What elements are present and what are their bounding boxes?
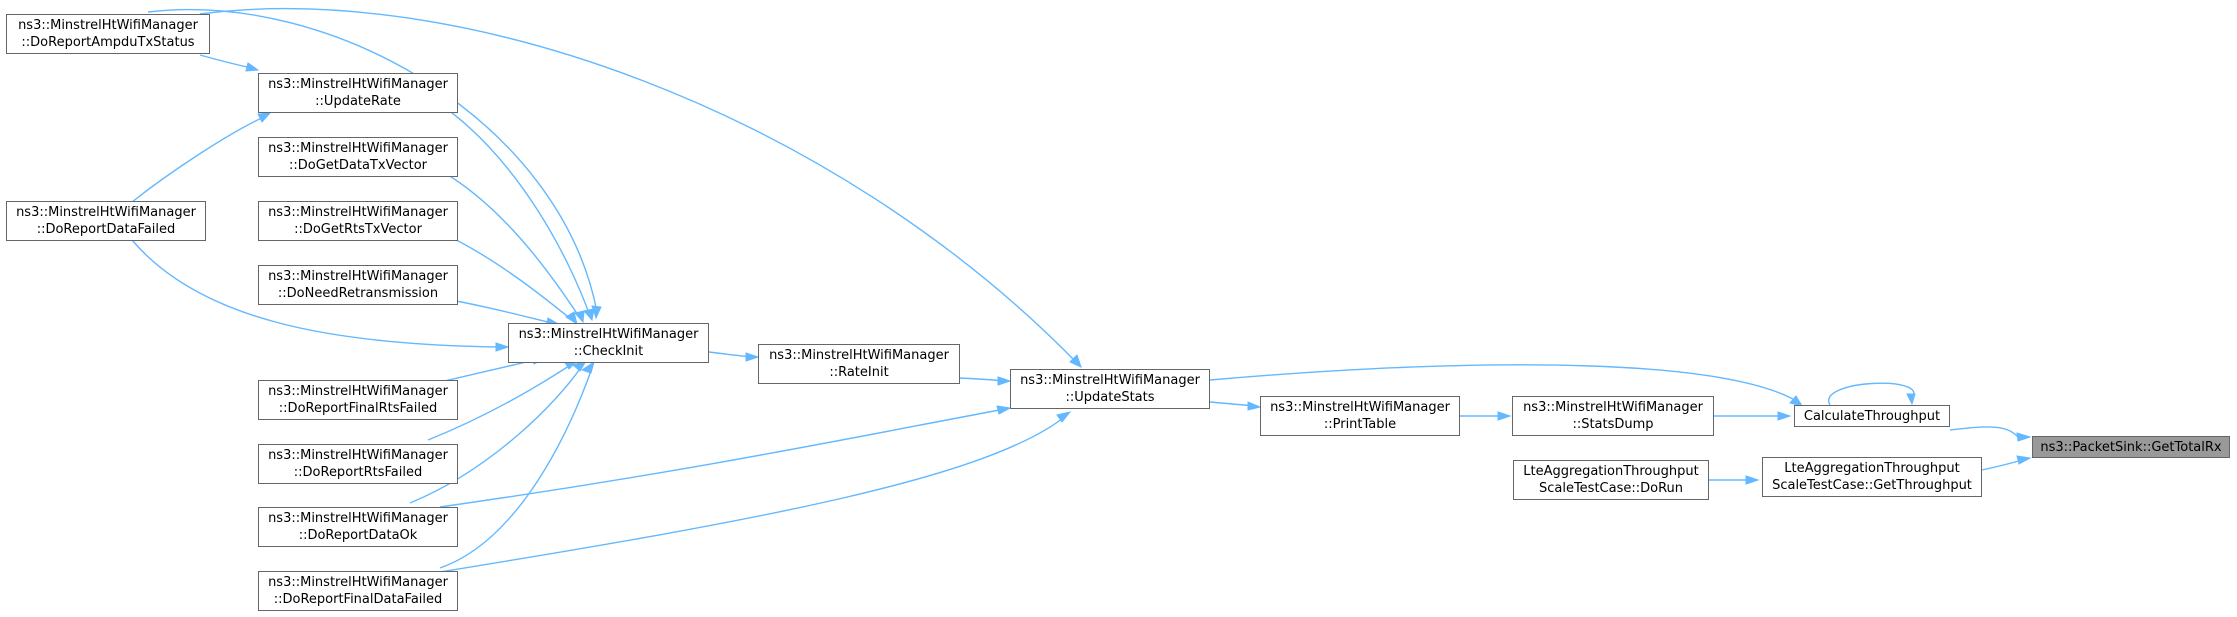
node-label-line1: ns3::MinstrelHtWifiManager bbox=[1020, 373, 1200, 388]
node-label-line2: ::DoReportFinalRtsFailed bbox=[278, 401, 438, 416]
node-do-report-final-data-failed[interactable]: ns3::MinstrelHtWifiManager ::DoReportFin… bbox=[258, 571, 458, 611]
node-label-line1: ns3::MinstrelHtWifiManager bbox=[1523, 400, 1703, 415]
node-check-init[interactable]: ns3::MinstrelHtWifiManager ::CheckInit bbox=[508, 323, 709, 363]
arrowhead-checkinit-getrts bbox=[565, 311, 578, 326]
node-do-report-final-rts-failed[interactable]: ns3::MinstrelHtWifiManager ::DoReportFin… bbox=[258, 380, 458, 420]
node-label-line1: ns3::MinstrelHtWifiManager bbox=[16, 205, 196, 220]
arrowhead-gettotalrx-calcthru bbox=[2016, 432, 2032, 442]
edge-arrowheads bbox=[245, 62, 2032, 485]
node-label-line1: ns3::MinstrelHtWifiManager bbox=[268, 77, 448, 92]
node-label-line2: ::StatsDump bbox=[1572, 417, 1654, 432]
node-label-line2: ::DoGetRtsTxVector bbox=[294, 222, 422, 237]
node-update-stats[interactable]: ns3::MinstrelHtWifiManager ::UpdateStats bbox=[1010, 369, 1210, 409]
edge-getdata-to-checkinit bbox=[439, 169, 581, 319]
arrowhead-updatestats-rateinit bbox=[997, 376, 1012, 386]
node-packet-sink-get-total-rx: ns3::PacketSink::GetTotalRx bbox=[2032, 436, 2230, 458]
edge-finaldata-to-checkinit bbox=[439, 367, 593, 569]
node-label-line1: LteAggregationThroughput bbox=[1523, 464, 1699, 479]
edge-finaldata-to-updatestats bbox=[439, 414, 1068, 573]
node-label-line1: ns3::PacketSink::GetTotalRx bbox=[2040, 439, 2222, 455]
edge-ampdu-to-updatestats bbox=[199, 8, 1078, 364]
node-do-report-rts-failed[interactable]: ns3::MinstrelHtWifiManager ::DoReportRts… bbox=[258, 444, 458, 484]
arrowhead-gettotalrx-getthru bbox=[2016, 455, 2032, 465]
node-label-line2: ::DoGetDataTxVector bbox=[289, 158, 427, 173]
edge-datafailed-to-checkinit bbox=[131, 239, 504, 348]
node-label-line2: ScaleTestCase::DoRun bbox=[1538, 481, 1684, 496]
node-label-line2: ::PrintTable bbox=[1323, 417, 1397, 432]
edge-getrts-to-checkinit bbox=[439, 231, 573, 321]
node-stats-dump[interactable]: ns3::MinstrelHtWifiManager ::StatsDump bbox=[1512, 396, 1714, 436]
arrowhead-checkinit-updaterate bbox=[583, 308, 595, 322]
arrowhead-updatestats-dataok bbox=[996, 405, 1012, 415]
arrowhead-calcthru-statsdump bbox=[1777, 411, 1792, 421]
node-label-line2: ScaleTestCase::GetThroughput bbox=[1772, 478, 1972, 493]
arrowhead-printtable-updatestats bbox=[1247, 401, 1262, 411]
node-label-line2: ::DoReportRtsFailed bbox=[293, 465, 423, 480]
node-label-line2: ::CheckInit bbox=[573, 344, 644, 359]
node-do-get-rts-tx-vector[interactable]: ns3::MinstrelHtWifiManager ::DoGetRtsTxV… bbox=[258, 201, 458, 241]
node-label-line1: ns3::MinstrelHtWifiManager bbox=[1270, 400, 1450, 415]
edge-getthru-to-gettotalrx bbox=[1981, 459, 2023, 471]
edge-dataok-to-updatestats bbox=[439, 408, 1006, 508]
arrowhead-updaterate-ampdu bbox=[245, 62, 260, 72]
arrowhead-updatestats-finaldata bbox=[1056, 411, 1072, 423]
arrowhead-statsdump-printtable bbox=[1497, 411, 1512, 421]
node-label-line1: LteAggregationThroughput bbox=[1784, 461, 1960, 476]
edge-rtsfailed-to-checkinit bbox=[427, 363, 573, 441]
node-do-report-data-ok[interactable]: ns3::MinstrelHtWifiManager ::DoReportDat… bbox=[258, 507, 458, 547]
edge-updaterate-to-checkinit bbox=[439, 103, 591, 317]
arrowhead-checkinit-getdata bbox=[574, 310, 585, 324]
node-label-line1: ns3::MinstrelHtWifiManager bbox=[268, 511, 448, 526]
node-label-line2: ::DoReportFinalDataFailed bbox=[273, 592, 443, 607]
node-update-rate[interactable]: ns3::MinstrelHtWifiManager ::UpdateRate bbox=[258, 73, 458, 113]
arrowhead-checkinit-finaldata bbox=[580, 360, 595, 374]
node-label-line1: ns3::MinstrelHtWifiManager bbox=[18, 18, 198, 33]
edge-dataok-to-checkinit bbox=[409, 365, 583, 504]
node-label-line2: ::DoReportAmpduTxStatus bbox=[21, 35, 195, 50]
edge-finalrts-to-checkinit bbox=[439, 359, 536, 383]
node-label-line1: ns3::MinstrelHtWifiManager bbox=[268, 384, 448, 399]
node-label-line2: ::UpdateRate bbox=[315, 94, 401, 109]
node-print-table[interactable]: ns3::MinstrelHtWifiManager ::PrintTable bbox=[1260, 396, 1460, 436]
node-label-line2: ::DoNeedRetransmission bbox=[277, 286, 439, 301]
arrowhead-updatestats-ampdu bbox=[1069, 354, 1082, 368]
edge-calcthru-to-gettotalrx bbox=[1949, 426, 2021, 441]
arrowhead-updaterate-datafailed bbox=[257, 112, 272, 123]
node-label-line2: ::DoReportDataFailed bbox=[36, 222, 176, 237]
node-rate-init[interactable]: ns3::MinstrelHtWifiManager ::RateInit bbox=[758, 344, 960, 384]
node-do-report-ampdu-tx-status[interactable]: ns3::MinstrelHtWifiManager ::DoReportAmp… bbox=[6, 14, 210, 54]
arrowhead-checkinit-dataok bbox=[571, 360, 588, 372]
arrowhead-checkinit-datafailed bbox=[495, 342, 510, 352]
arrowhead-getthru-dorun bbox=[1745, 475, 1760, 485]
node-label-line1: ns3::MinstrelHtWifiManager bbox=[268, 141, 448, 156]
node-label-line1: ns3::MinstrelHtWifiManager bbox=[268, 448, 448, 463]
node-label-line2: ::DoReportDataOk bbox=[298, 528, 418, 543]
node-label-line2: ::UpdateStats bbox=[1065, 390, 1155, 405]
arrowhead-rateinit-checkinit bbox=[745, 352, 760, 362]
node-do-report-data-failed[interactable]: ns3::MinstrelHtWifiManager ::DoReportDat… bbox=[6, 201, 206, 241]
node-do-get-data-tx-vector[interactable]: ns3::MinstrelHtWifiManager ::DoGetDataTx… bbox=[258, 137, 458, 177]
node-do-need-retransmission[interactable]: ns3::MinstrelHtWifiManager ::DoNeedRetra… bbox=[258, 265, 458, 305]
node-lte-aggregation-get-throughput[interactable]: LteAggregationThroughput ScaleTestCase::… bbox=[1762, 457, 1982, 497]
node-label-line1: ns3::MinstrelHtWifiManager bbox=[268, 205, 448, 220]
node-label-line1: ns3::MinstrelHtWifiManager bbox=[769, 348, 949, 363]
edge-updatestats-to-calcthru bbox=[1209, 364, 1799, 403]
node-label-line1: ns3::MinstrelHtWifiManager bbox=[268, 575, 448, 590]
edge-calcthru-self bbox=[1827, 382, 1915, 406]
node-label-line2: ::RateInit bbox=[829, 365, 889, 380]
node-calculate-throughput[interactable]: CalculateThroughput bbox=[1794, 405, 1950, 427]
arrowhead-calcthru-self bbox=[1906, 393, 1916, 406]
edge-datafailed-to-updaterate bbox=[131, 114, 269, 203]
node-label-line1: CalculateThroughput bbox=[1803, 408, 1941, 424]
arrowhead-calcthru-updatestats bbox=[1789, 395, 1804, 407]
node-label-line1: ns3::MinstrelHtWifiManager bbox=[518, 327, 699, 342]
node-label-line1: ns3::MinstrelHtWifiManager bbox=[268, 269, 448, 284]
node-lte-aggregation-do-run[interactable]: LteAggregationThroughput ScaleTestCase::… bbox=[1513, 460, 1709, 500]
